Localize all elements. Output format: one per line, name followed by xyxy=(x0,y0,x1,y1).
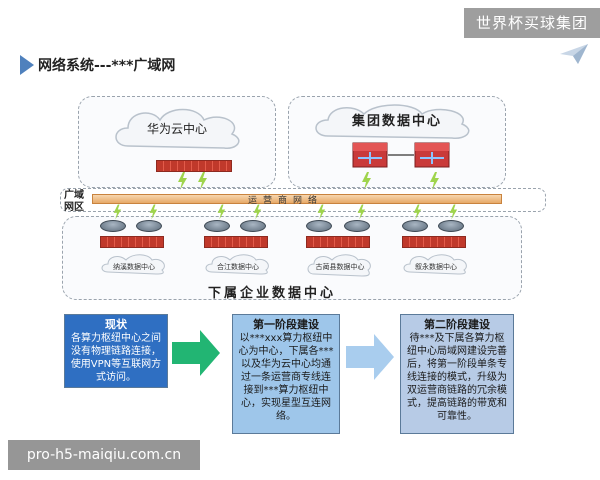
site2-firewall xyxy=(204,236,268,248)
phase2-title: 第二阶段建设 xyxy=(424,318,490,331)
current-status-body: 各算力枢纽中心之间没有物理链路连接，使用VPN等互联网方式访问。 xyxy=(70,333,162,383)
group-dc-label: 集团数据中心 xyxy=(351,114,442,129)
group-dc-cloud-shape xyxy=(315,104,470,139)
link-bolt-icon xyxy=(178,172,187,190)
link-bolt-icon xyxy=(413,204,422,220)
link-bolt-icon xyxy=(253,204,262,220)
link-bolt-icon xyxy=(113,204,122,220)
site4-router-a xyxy=(402,220,428,232)
huawei-cloud-label: 华为云中心 xyxy=(146,122,207,136)
wan-region xyxy=(60,188,546,212)
sub-dc-section-label: 下属企业数据中心 xyxy=(208,286,337,301)
network-diagram: 华为云中心 集团数据中心 广域 网区 运营商网络 xyxy=(20,90,580,440)
link-bolt-icon xyxy=(317,204,326,220)
core-switch-link xyxy=(388,154,414,156)
arrow-right-icon xyxy=(346,334,394,380)
link-bolt-icon xyxy=(357,204,366,220)
site3-label: 古蔺县数据中心 xyxy=(315,263,365,271)
wan-label-line1: 广域 xyxy=(64,190,84,201)
phase2-box: 第二阶段建设 待***及下属各算力枢纽中心局域网建设完善后，将第一阶段单条专线连… xyxy=(400,314,514,434)
core-switch-left-icon xyxy=(352,142,388,168)
site2-label: 合江数据中心 xyxy=(217,263,259,271)
site1-router-a xyxy=(100,220,126,232)
site1-cloud-shape xyxy=(101,254,165,275)
site3-router-a xyxy=(306,220,332,232)
phase1-title: 第一阶段建设 xyxy=(253,318,319,331)
wan-label: 广域 网区 xyxy=(64,190,84,214)
site4-firewall xyxy=(402,236,466,248)
phase2-body: 待***及下属各算力枢纽中心局域网建设完善后，将第一阶段单条专线连接的模式，升级… xyxy=(407,333,507,422)
wan-label-line2: 网区 xyxy=(64,202,84,213)
link-bolt-icon xyxy=(430,172,439,190)
huawei-firewall xyxy=(156,160,232,172)
link-bolt-icon xyxy=(362,172,371,190)
page-title-row: 网络系统---***广域网 xyxy=(20,54,175,76)
phase1-body: 以***xxx算力枢纽中心为中心，下属各***以及华为云中心均通过一条运营商专线… xyxy=(238,333,334,422)
phase1-box: 第一阶段建设 以***xxx算力枢纽中心为中心，下属各***以及华为云中心均通过… xyxy=(232,314,340,434)
huawei-cloud-shape xyxy=(115,108,240,149)
site1-router-b xyxy=(136,220,162,232)
carrier-network-bus xyxy=(92,194,502,204)
link-bolt-icon xyxy=(449,204,458,220)
current-status-box: 现状 各算力枢纽中心之间没有物理链路连接，使用VPN等互联网方式访问。 xyxy=(64,314,168,388)
link-bolt-icon xyxy=(149,204,158,220)
site4-label: 叙永数据中心 xyxy=(415,263,457,271)
link-bolt-icon xyxy=(217,204,226,220)
site2-cloud-shape xyxy=(205,254,269,275)
page-title: 网络系统---***广域网 xyxy=(38,58,176,74)
site4-router-b xyxy=(438,220,464,232)
site-watermark: pro-h5-maiqiu.com.cn xyxy=(8,440,200,470)
site3-router-b xyxy=(344,220,370,232)
title-triangle-icon xyxy=(20,55,34,75)
current-status-title: 现状 xyxy=(105,318,127,331)
carrier-network-label: 运营商网络 xyxy=(248,196,324,206)
site3-firewall xyxy=(306,236,370,248)
brand-watermark: 世界杯买球集团 xyxy=(464,8,600,38)
site1-label: 纳溪数据中心 xyxy=(113,263,155,271)
site2-router-a xyxy=(204,220,230,232)
paper-plane-icon xyxy=(560,44,588,64)
core-switch-right-icon xyxy=(414,142,450,168)
site2-router-b xyxy=(240,220,266,232)
arrow-right-icon xyxy=(172,330,220,376)
site3-cloud-shape xyxy=(307,254,371,277)
site4-cloud-shape xyxy=(403,254,467,275)
site1-firewall xyxy=(100,236,164,248)
link-bolt-icon xyxy=(198,172,207,190)
